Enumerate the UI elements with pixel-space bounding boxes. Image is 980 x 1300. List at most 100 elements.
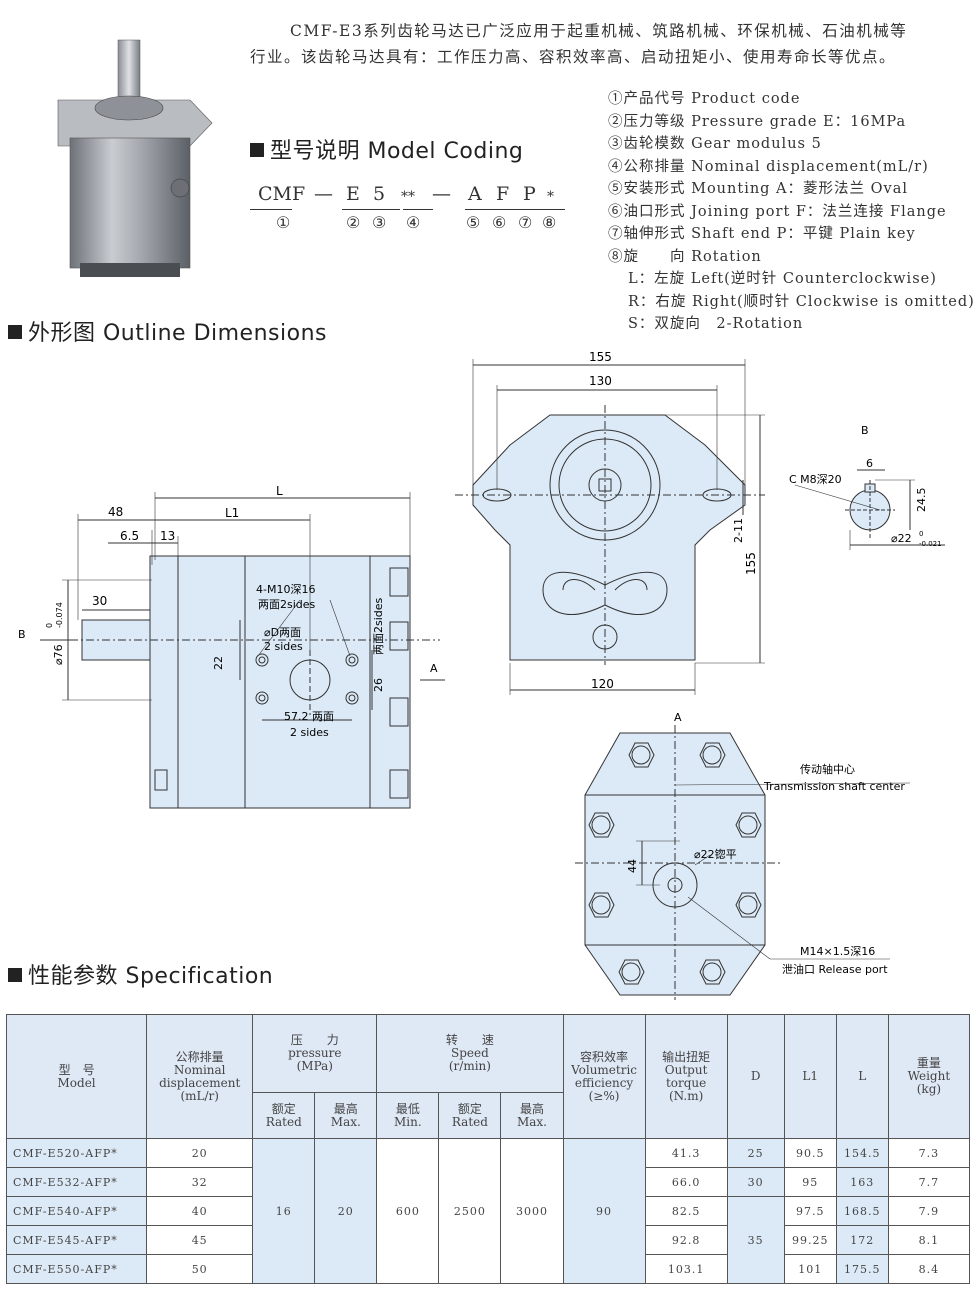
dim-6-5: 6.5 — [120, 529, 139, 543]
shaft-end-view: B 6 C M8深20 24.5 ⌀22 0 -0.021 — [789, 424, 945, 550]
num-1: ① — [276, 213, 291, 232]
legend-item: ③齿轮模数 Gear modulus 5 — [608, 136, 822, 152]
cell-disp: 50 — [146, 1254, 254, 1284]
table-row: CMF-E532-AFP* 32 66.0 30 95 163 7.7 — [5, 1167, 971, 1197]
model-code: CMF — E 5 ** — A F P * — [258, 183, 563, 211]
code-underline-2 — [342, 209, 400, 210]
cell-torque: 92.8 — [644, 1225, 728, 1255]
cell-torque: 103.1 — [644, 1254, 728, 1284]
dim-dia22-tol-bot: -0.021 — [919, 540, 942, 548]
dim-24-5: 24.5 — [915, 488, 928, 513]
dim-dia76: ⌀76 — [52, 644, 65, 665]
dim-dia22-spotface: ⌀22锪平 — [694, 848, 737, 861]
cell-weight: 7.9 — [887, 1196, 971, 1226]
rotation-right: R：右旋 Right(顺时针 Clockwise is omitted) — [628, 293, 975, 310]
dim-6: 6 — [866, 457, 873, 470]
code-disp: ** — [401, 189, 415, 205]
cell-pressure-rated: 16 — [252, 1138, 316, 1284]
dim-130: 130 — [589, 374, 612, 388]
cell-torque: 66.0 — [644, 1167, 728, 1197]
cell-model: CMF-E520-AFP* — [5, 1138, 148, 1168]
dim-dia-d-sides: 2 sides — [264, 640, 303, 653]
cell-model: CMF-E532-AFP* — [5, 1167, 148, 1197]
front-view-drawing: 155 130 155 2-11 120 — [455, 350, 765, 695]
dim-13: 13 — [160, 529, 175, 543]
code-p: P — [523, 183, 536, 205]
cell-disp: 40 — [146, 1196, 254, 1226]
code-f: F — [496, 183, 510, 205]
code-e: E — [346, 183, 360, 205]
dim-dia22-tol-top: 0 — [919, 530, 923, 538]
cell-l1: 99.25 — [783, 1225, 837, 1255]
dim-dia76-tol-top: 0 — [45, 623, 54, 628]
cell-l1: 97.5 — [783, 1196, 837, 1226]
cell-efficiency: 90 — [562, 1138, 646, 1284]
dim-26: 26 — [372, 678, 385, 692]
spec-heading: 性能参数 Specification — [8, 958, 273, 990]
cell-l: 168.5 — [835, 1196, 889, 1226]
cell-torque: 82.5 — [644, 1196, 728, 1226]
dim-holes: 4-M10深16 — [256, 583, 315, 596]
cell-model: CMF-E550-AFP* — [5, 1254, 148, 1284]
cell-d: 30 — [726, 1167, 785, 1197]
cell-disp: 20 — [146, 1138, 254, 1168]
table-row: CMF-E545-AFP* 45 92.8 99.25 172 8.1 — [5, 1225, 971, 1255]
legend-item: ②压力等级 Pressure grade E：16MPa — [608, 113, 907, 130]
num-8: ⑧ — [542, 213, 557, 232]
rotation-both: S：双旋向 2-Rotation — [628, 316, 804, 332]
dim-155-width: 155 — [589, 350, 612, 364]
legend-item: ⑦轴伸形式 Shaft end P：平键 Plain key — [608, 226, 916, 242]
code-numbers: ① ② ③ ④ ⑤ ⑥ ⑦ ⑧ — [258, 213, 563, 235]
view-b-title: B — [861, 424, 869, 437]
cell-l: 172 — [835, 1225, 889, 1255]
dim-155-height: 155 — [744, 552, 758, 575]
cell-d: 25 — [726, 1138, 785, 1168]
cell-speed-max: 3000 — [500, 1138, 564, 1284]
cell-l1: 90.5 — [783, 1138, 837, 1168]
table-row: CMF-E540-AFP* 40 82.5 35 97.5 168.5 7.9 — [5, 1196, 971, 1284]
cell-weight: 8.4 — [887, 1254, 971, 1284]
cell-l: 175.5 — [835, 1254, 889, 1284]
dim-two-faces: 两面2sides — [372, 597, 385, 655]
col-l: L — [835, 1014, 889, 1139]
side-view-drawing: L L1 48 6.5 13 30 B ⌀76 0 -0.074 4-M10深1… — [18, 484, 445, 809]
num-2: ② — [346, 213, 361, 232]
num-3: ③ — [372, 213, 387, 232]
num-6: ⑥ — [492, 213, 507, 232]
code-rot: * — [547, 189, 554, 205]
dim-57-2: 57.2 两面 — [284, 710, 334, 723]
product-photo — [57, 39, 213, 277]
dim-120: 120 — [591, 677, 614, 691]
dim-dia22: ⌀22 — [891, 532, 912, 545]
intro-text: CMF-E3系列齿轮马达已广泛应用于起重机械、筑路机械、环保机械、石油机械等 行… — [250, 18, 975, 70]
cell-disp: 32 — [146, 1167, 254, 1197]
code-underline-1 — [250, 209, 292, 210]
dim-dia76-tol-bot: -0.074 — [55, 602, 64, 628]
col-d: D — [726, 1014, 785, 1139]
legend-item: ⑥油口形式 Joining port F：法兰连接 Flange — [608, 203, 947, 220]
dim-l1: L1 — [225, 506, 239, 520]
legend-item: ⑧旋 向 Rotation — [608, 248, 762, 265]
dim-44: 44 — [626, 859, 639, 873]
cell-model: CMF-E540-AFP* — [5, 1196, 148, 1226]
cell-l: 154.5 — [835, 1138, 889, 1168]
cell-speed-min: 600 — [376, 1138, 440, 1284]
dim-m8: C M8深20 — [789, 473, 842, 486]
cell-weight: 7.3 — [887, 1138, 971, 1168]
num-5: ⑤ — [466, 213, 481, 232]
code-dash-2: — — [432, 183, 451, 205]
legend-item: ①产品代号 Product code — [608, 91, 801, 107]
code-a: A — [468, 183, 482, 205]
cell-d: 35 — [726, 1196, 785, 1284]
dim-22: 22 — [212, 656, 225, 670]
table-row: CMF-E520-AFP* 20 16 20 600 2500 3000 90 … — [5, 1138, 971, 1284]
